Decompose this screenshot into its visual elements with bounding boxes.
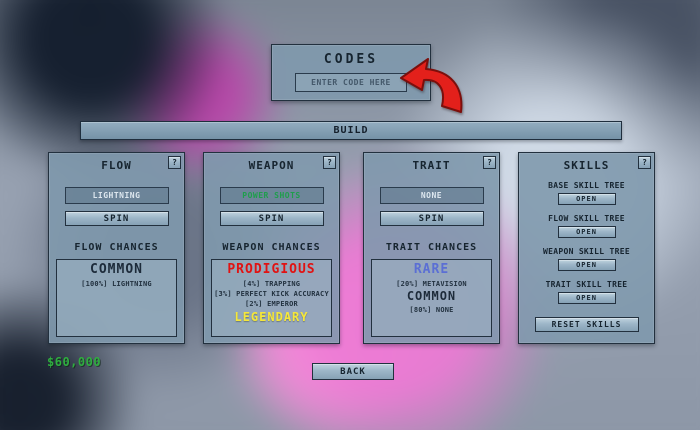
rarity-label: RARE [413, 262, 450, 277]
rarity-label: LEGENDARY [234, 309, 309, 324]
weapon-current-box: POWER SHOTS [219, 187, 324, 204]
skills-help-button[interactable]: ? [638, 156, 651, 169]
chance-item: [3%] PERFECT KICK ACCURACY [214, 289, 329, 298]
codes-panel: CODES [271, 44, 431, 101]
chance-item: [80%] NONE [409, 305, 454, 314]
weapon-panel: ? WEAPON POWER SHOTS SPIN WEAPON CHANCES… [203, 152, 340, 344]
rarity-label: PRODIGIOUS [227, 262, 316, 277]
weapon-title: WEAPON [248, 159, 295, 172]
flow-chances-list: COMMON [100%] LIGHTNING [56, 259, 177, 337]
trait-chances-title: TRAIT CHANCES [385, 242, 478, 253]
trait-chances-list: RARE [20%] METAVISION COMMON [80%] NONE [371, 259, 492, 337]
rarity-label: COMMON [90, 262, 143, 277]
base-skill-tree-label: BASE SKILL TREE [548, 181, 625, 190]
skills-title: SKILLS [563, 159, 610, 172]
back-button[interactable]: BACK [312, 363, 394, 380]
flow-current-box: LIGHTNING [64, 187, 169, 204]
money-balance: $60,000 [47, 355, 102, 369]
flow-chances-title: FLOW CHANCES [74, 242, 159, 253]
build-header: BUILD [80, 121, 622, 140]
trait-spin-button[interactable]: SPIN [379, 211, 484, 226]
codes-title: CODES [323, 52, 379, 67]
weapon-chances-title: WEAPON CHANCES [222, 242, 321, 253]
weapon-skill-tree-open-button[interactable]: OPEN [557, 259, 616, 271]
trait-title: TRAIT [412, 159, 451, 172]
weapon-current-value: POWER SHOTS [242, 191, 301, 200]
trait-skill-tree-label: TRAIT SKILL TREE [545, 280, 628, 289]
skills-panel: ? SKILLS BASE SKILL TREE OPEN FLOW SKILL… [518, 152, 655, 344]
chance-item: [20%] METAVISION [396, 279, 467, 288]
reset-skills-button[interactable]: RESET SKILLS [534, 317, 639, 332]
flow-current-value: LIGHTNING [92, 191, 141, 200]
flow-spin-button[interactable]: SPIN [64, 211, 169, 226]
weapon-spin-button[interactable]: SPIN [219, 211, 324, 226]
red-arrow-icon [400, 58, 463, 113]
code-input[interactable] [295, 73, 407, 92]
flow-help-button[interactable]: ? [168, 156, 181, 169]
chance-item: [100%] LIGHTNING [81, 279, 152, 288]
flow-skill-tree-label: FLOW SKILL TREE [548, 214, 625, 223]
base-skill-tree-open-button[interactable]: OPEN [557, 193, 616, 205]
weapon-help-button[interactable]: ? [323, 156, 336, 169]
rarity-label: COMMON [406, 288, 457, 303]
flow-skill-tree-open-button[interactable]: OPEN [557, 226, 616, 238]
chance-item: [4%] TRAPPING [242, 279, 301, 288]
flow-title: FLOW [101, 159, 132, 172]
trait-help-button[interactable]: ? [483, 156, 496, 169]
trait-skill-tree-open-button[interactable]: OPEN [557, 292, 616, 304]
weapon-skill-tree-label: WEAPON SKILL TREE [543, 247, 630, 256]
flow-panel: ? FLOW LIGHTNING SPIN FLOW CHANCES COMMO… [48, 152, 185, 344]
trait-current-value: NONE [420, 191, 443, 200]
chance-item: [2%] EMPEROR [245, 299, 298, 308]
trait-current-box: NONE [379, 187, 484, 204]
weapon-chances-list: PRODIGIOUS [4%] TRAPPING [3%] PERFECT KI… [211, 259, 332, 337]
build-label: BUILD [333, 125, 369, 136]
trait-panel: ? TRAIT NONE SPIN TRAIT CHANCES RARE [20… [363, 152, 500, 344]
